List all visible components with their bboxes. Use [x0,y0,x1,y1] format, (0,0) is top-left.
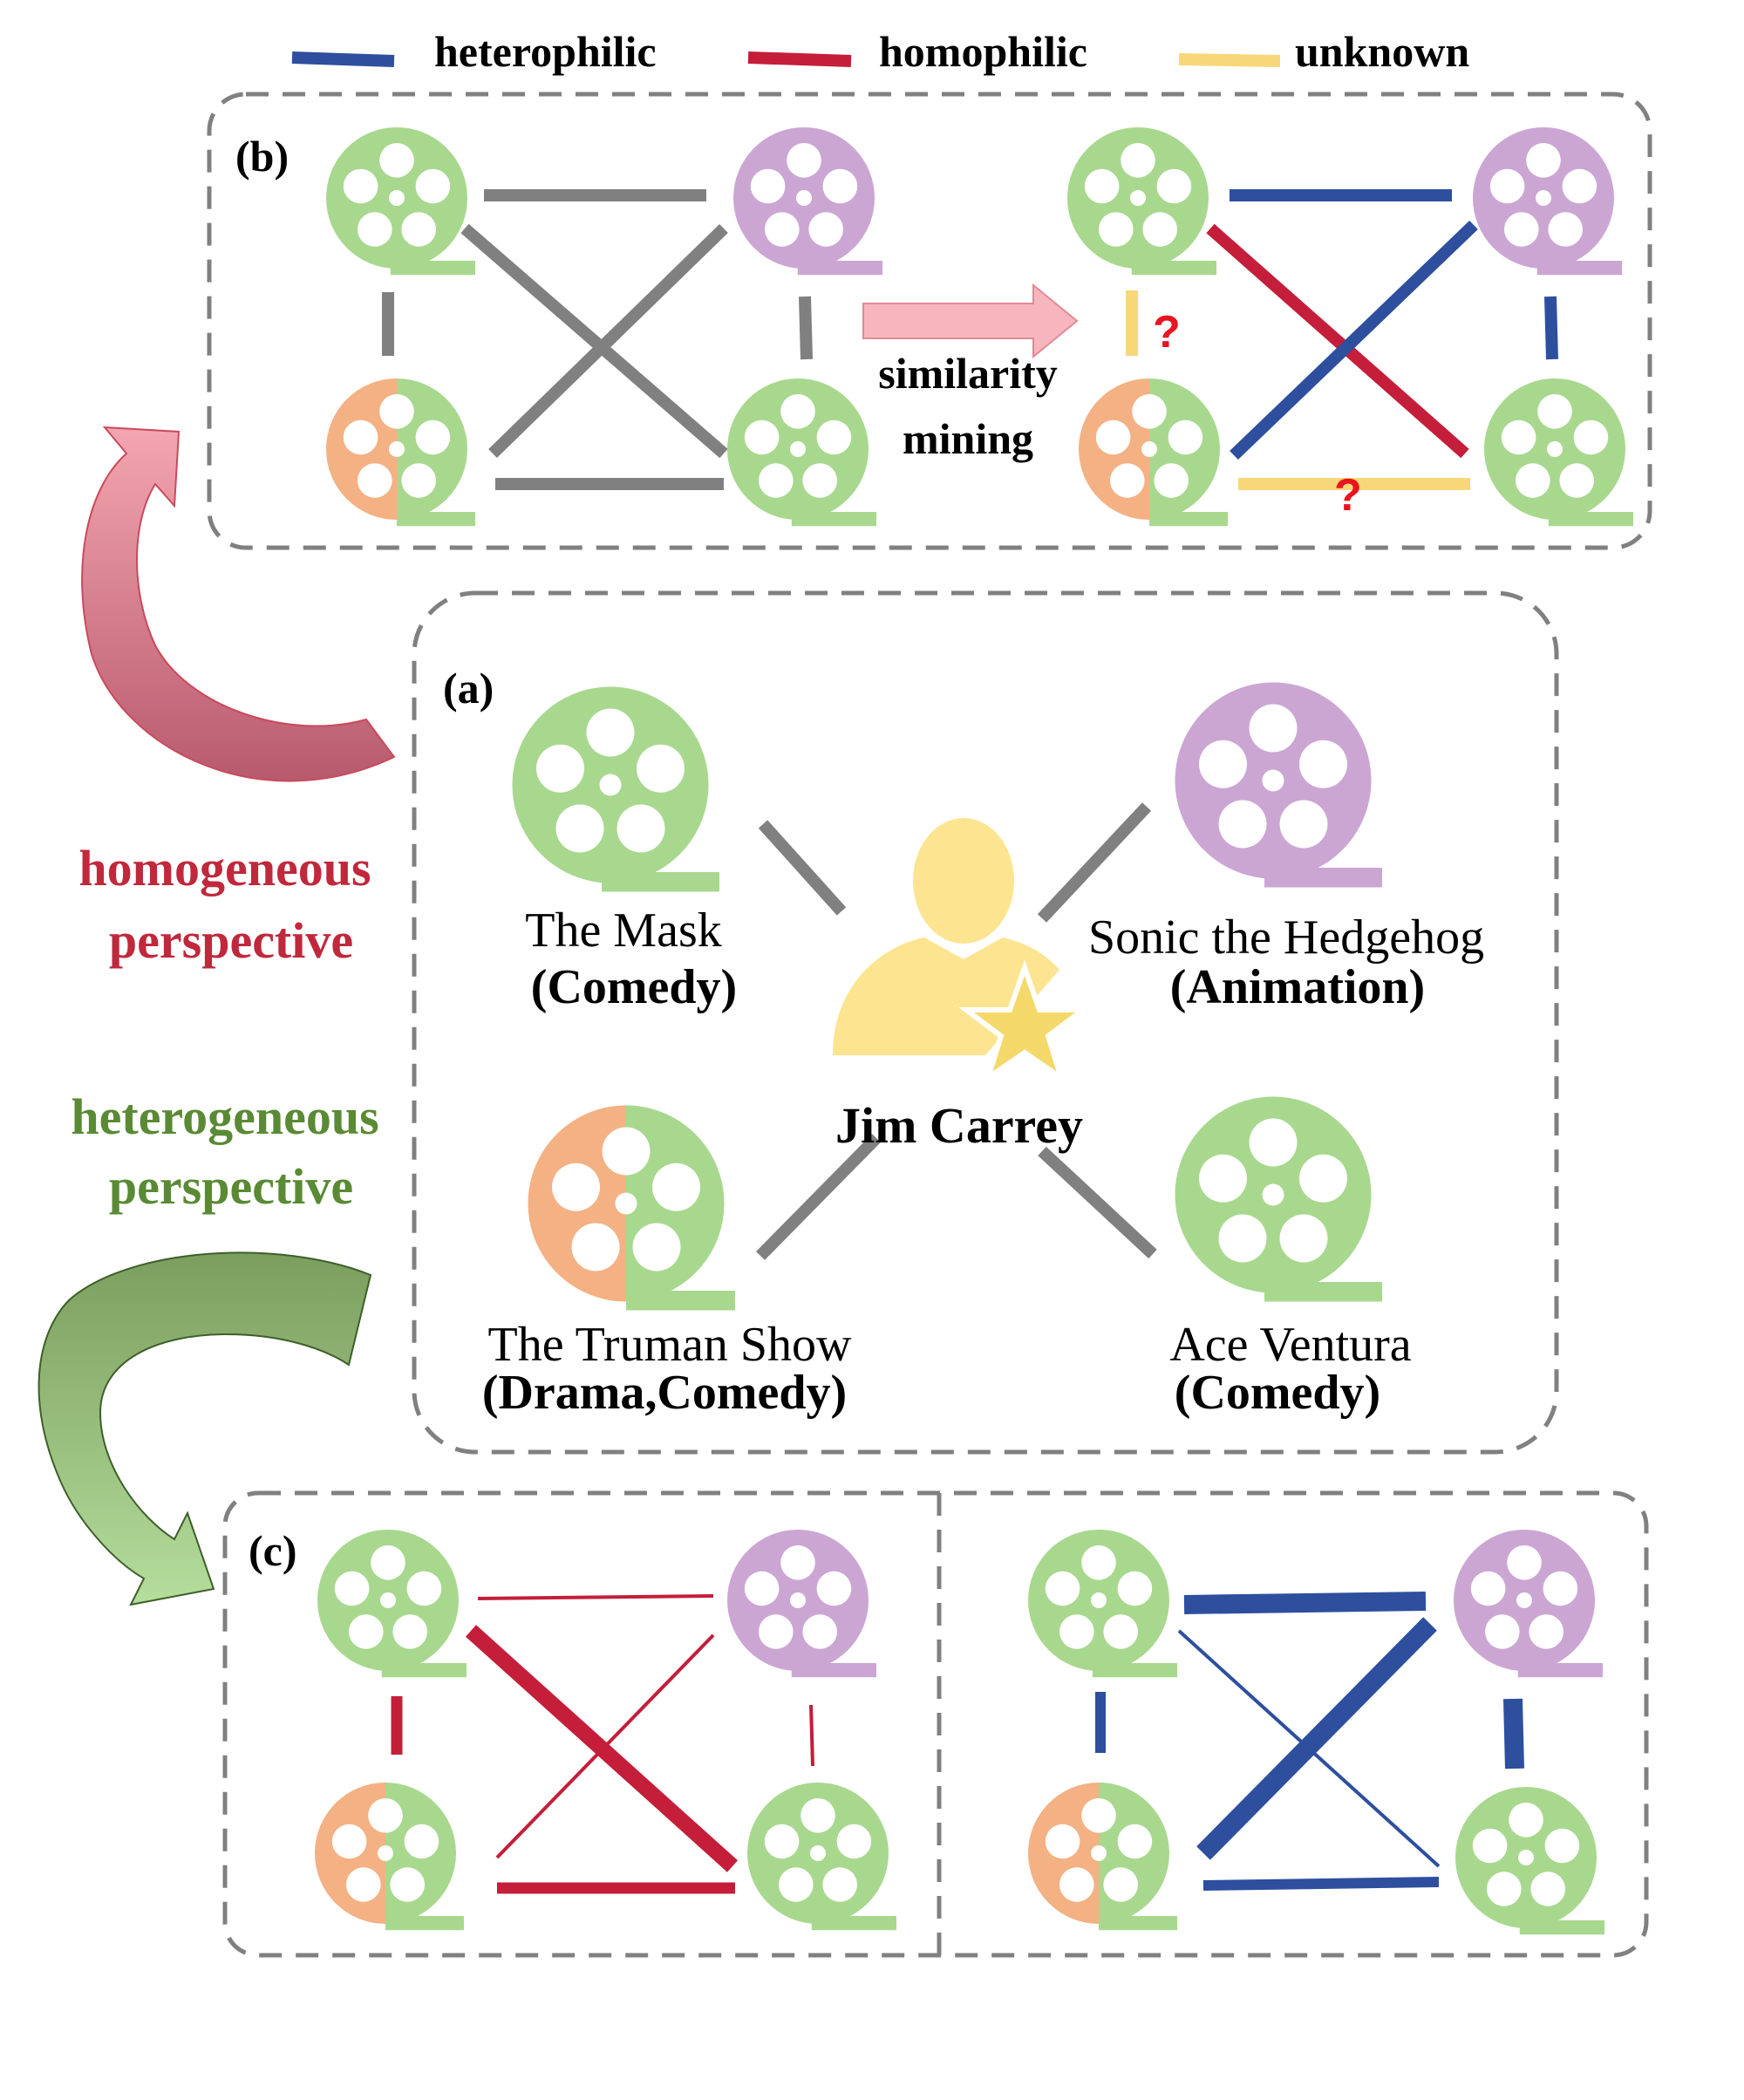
legend-heterophilic-label: heterophilic [434,27,657,76]
edge-heterophilic [1196,1617,1437,1860]
movie-title-mask: The Mask [525,903,722,958]
edge-homophilic [495,1633,715,1859]
edge-actor-sonic [1037,802,1152,923]
similarity-arrow-icon [862,283,1079,359]
reel-green-icon [727,378,876,527]
heterogeneous-label-line2: perspective [109,1158,353,1215]
edge-actor-ace [1038,1146,1157,1259]
edge-actor-truman [756,1134,881,1260]
actor-edges [756,802,1157,1260]
reel-split-icon [1079,378,1228,527]
homogeneous-label-line1: homogeneous [78,840,371,897]
heterophilic-edges [1095,1592,1524,1891]
panel-a-label: (a) [443,664,494,712]
panel-b-neutral-edges [382,189,813,490]
reel-purple-icon [1473,127,1622,276]
panel-c-frame [222,1490,1649,1958]
panel-a: (a) Jim Carrey The Mask (Comedy) Sonic t… [412,590,1559,1455]
similarity-label: similarity [878,349,1058,398]
reel-green-icon [1484,378,1633,527]
homogeneous-label-line2: perspective [109,912,353,969]
reel-split-icon [315,1783,464,1931]
question-mark: ? [1153,307,1181,358]
legend-unknown-swatch [1178,53,1281,67]
legend-homophilic-swatch [747,51,852,67]
movie-genre-sonic: (Animation) [1170,960,1425,1014]
legend-heterophilic-swatch [291,51,395,67]
reel-green-icon [747,1783,896,1931]
reel-split-icon [326,378,475,527]
legend: heterophilic homophilic unknown [291,27,1469,76]
legend-unknown-label: unknown [1295,27,1469,76]
reel-green-icon [512,686,719,892]
actor-name: Jim Carrey [835,1097,1083,1154]
edge-heterophilic [1503,1698,1524,1769]
legend-homophilic-label: homophilic [879,27,1087,76]
panel-b-frame [207,92,1652,550]
edge-homophilic [1206,223,1469,459]
reel-purple-icon [1454,1530,1603,1678]
edge-actor-mask [758,820,847,916]
reel-green-icon [1028,1530,1177,1678]
heterogeneous-arrow-icon [37,1251,372,1606]
edge-right [799,296,813,360]
panel-b: (b) similarity mining ? ? [207,92,1652,550]
movie-genre-ace: (Comedy) [1175,1366,1380,1420]
edge-homophilic [477,1594,714,1600]
reel-green-icon [326,127,475,276]
heterogeneous-label-line1: heterogeneous [71,1088,378,1145]
reel-green-icon [1067,127,1216,276]
movie-title-truman: The Truman Show [488,1318,852,1372]
panel-a-frame [412,590,1559,1455]
movie-title-ace: Ace Ventura [1169,1318,1411,1372]
movie-title-sonic: Sonic the Hedgehog [1088,910,1484,965]
movie-genre-truman: (Drama,Comedy) [482,1366,847,1420]
edge-diag-1 [460,223,728,459]
reel-green-icon [1175,1096,1382,1302]
edge-homophilic [809,1704,814,1767]
reel-purple-icon [1175,682,1382,888]
homophilic-edges [391,1594,814,1894]
edge-heterophilic [1183,1592,1427,1614]
homogeneous-arrow-icon [81,426,396,782]
reel-green-icon [1455,1787,1604,1935]
panel-c: (c) [222,1490,1649,1958]
reel-purple-icon [733,127,882,276]
edge-heterophilic [1230,220,1478,460]
panel-c-label: (c) [249,1526,297,1575]
reel-purple-icon [727,1530,876,1678]
edge-heterophilic [1202,1877,1440,1891]
mining-label: mining [903,414,1033,463]
reel-green-icon [317,1530,467,1678]
panel-b-label: (b) [235,132,289,181]
reel-split-icon [528,1105,735,1311]
edge-heterophilic [1544,296,1558,360]
movie-genre-mask: (Comedy) [531,960,737,1014]
reel-split-icon [1028,1783,1177,1931]
edge-diag-2 [488,223,728,459]
question-mark: ? [1334,470,1362,521]
actor-icon [833,818,1091,1085]
